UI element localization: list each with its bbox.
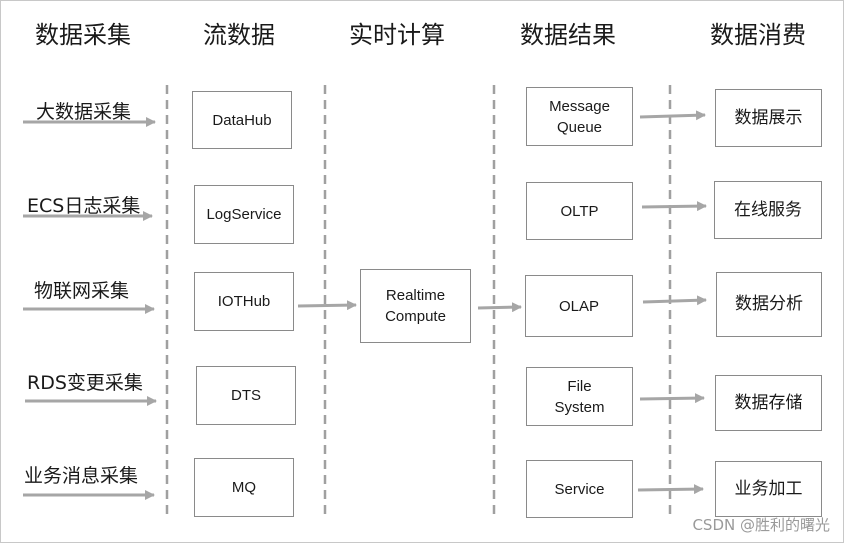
node-oltp: OLTP: [526, 182, 633, 240]
column-title-collect: 数据采集: [35, 21, 131, 49]
node-service-label: Service: [554, 480, 605, 498]
node-mq-label: MQ: [231, 479, 257, 496]
column-title-compute: 实时计算: [349, 21, 445, 49]
arrow-compute-to-olap: [477, 302, 522, 313]
arrow-result-3: [642, 295, 707, 306]
arrow-result-5: [637, 484, 704, 495]
column-title-result: 数据结果: [520, 21, 616, 49]
node-realtime-compute: Realtime Compute: [360, 269, 471, 343]
node-dts: DTS: [196, 366, 296, 425]
node-data-analysis: 数据分析: [716, 272, 822, 337]
node-dts-label: DTS: [231, 387, 261, 404]
node-datahub: DataHub: [192, 91, 292, 149]
node-online-service: 在线服务: [714, 181, 822, 239]
column-title-consume: 数据消费: [710, 21, 806, 49]
node-logservice: LogService: [194, 185, 294, 244]
node-data-display-label: 数据展示: [734, 107, 803, 128]
arrow-result-1: [639, 110, 706, 121]
node-logservice-label: LogService: [206, 206, 282, 223]
node-data-storage: 数据存储: [715, 375, 822, 431]
node-data-analysis-label: 数据分析: [735, 294, 803, 314]
source-label-bigdata: 大数据采集: [36, 101, 132, 123]
node-mq: MQ: [194, 458, 294, 517]
node-realtime-compute-label: Realtime Compute: [385, 287, 446, 325]
source-label-rds: RDS变更采集: [27, 372, 143, 394]
node-iothub: IOTHub: [194, 272, 294, 331]
watermark: CSDN @胜利的曙光: [692, 516, 830, 534]
source-label-ecs-log: ECS日志采集: [27, 195, 141, 217]
source-label-business-msg: 业务消息采集: [24, 465, 139, 487]
source-label-iot: 物联网采集: [34, 280, 130, 302]
node-file-system: File System: [526, 367, 633, 426]
node-message-queue: Message Queue: [526, 87, 633, 146]
node-online-service-label: 在线服务: [734, 199, 802, 220]
arrow-result-4: [639, 393, 705, 404]
node-business-processing-label: 业务加工: [734, 478, 803, 499]
node-olap: OLAP: [525, 275, 633, 337]
node-iothub-label: IOTHub: [217, 293, 271, 310]
node-service: Service: [526, 460, 633, 518]
node-data-storage-label: 数据存储: [734, 392, 803, 413]
node-datahub-label: DataHub: [212, 111, 272, 129]
node-data-display: 数据展示: [715, 89, 822, 147]
arrow-result-2: [641, 201, 707, 212]
column-title-stream: 流数据: [203, 21, 275, 49]
node-olap-label: OLAP: [558, 297, 600, 315]
node-file-system-label: File System: [554, 377, 605, 416]
node-business-processing: 业务加工: [715, 461, 822, 517]
node-message-queue-label: Message Queue: [549, 97, 610, 136]
node-oltp-label: OLTP: [560, 202, 599, 220]
arrow-iothub-to-compute: [297, 300, 357, 311]
